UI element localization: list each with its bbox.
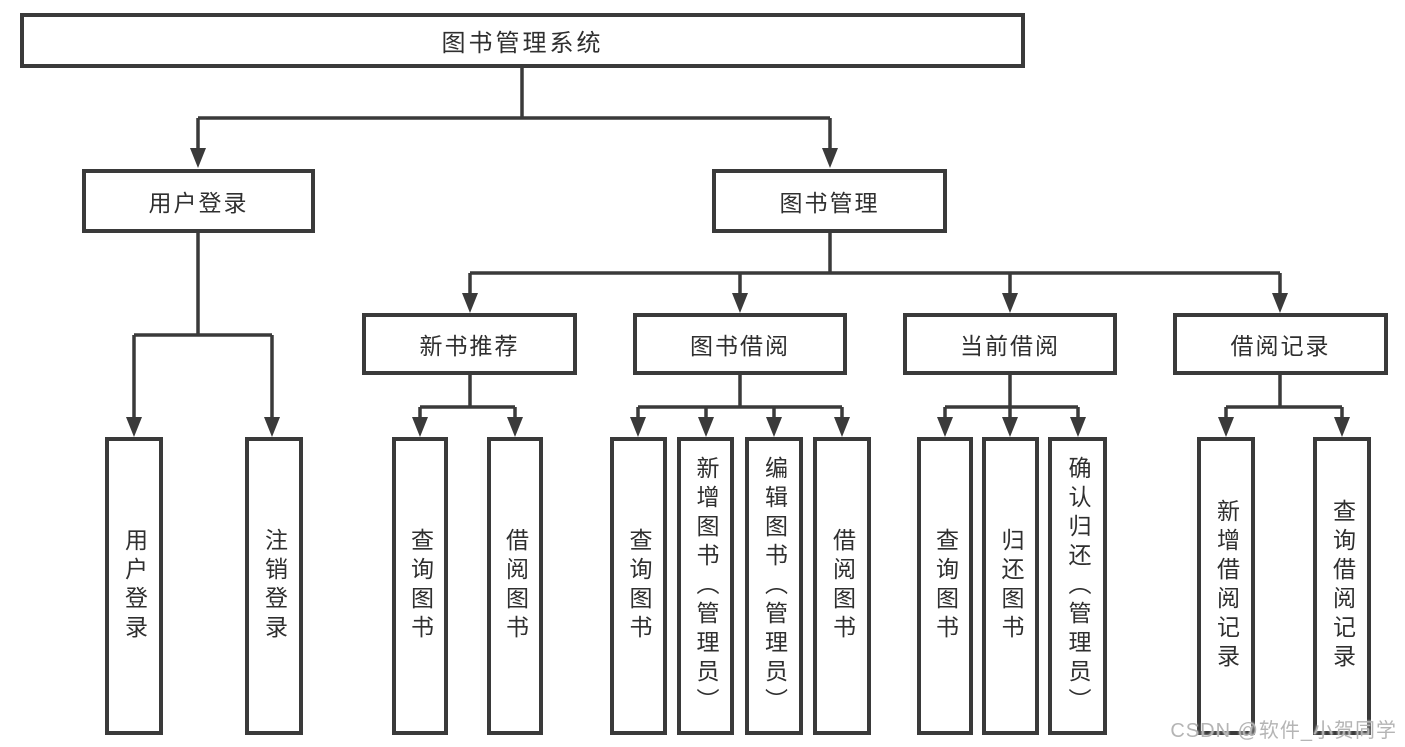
node-user-login-module: 用户登录 xyxy=(82,169,315,233)
node-current-borrowing: 当前借阅 xyxy=(903,313,1117,375)
node-label: 图书管理系统 xyxy=(441,30,604,57)
leaf-logout: 注销登录 xyxy=(245,437,303,735)
node-label: 借阅图书 xyxy=(829,528,856,644)
leaf-query-books-current: 查询图书 xyxy=(917,437,973,735)
leaf-query-books-recommend: 查询图书 xyxy=(392,437,448,735)
node-label: 查询图书 xyxy=(932,528,959,644)
node-label: 当前借阅 xyxy=(960,333,1060,359)
leaf-add-borrow-record: 新增借阅记录 xyxy=(1197,437,1255,735)
node-label: 查询图书 xyxy=(407,528,434,644)
node-label: 新增图书（管理员） xyxy=(693,455,719,717)
leaf-add-books-admin: 新增图书（管理员） xyxy=(677,437,734,735)
leaf-query-borrow-record: 查询借阅记录 xyxy=(1313,437,1371,735)
node-book-borrowing: 图书借阅 xyxy=(633,313,847,375)
node-label: 新书推荐 xyxy=(419,333,520,359)
leaf-edit-books-admin: 编辑图书（管理员） xyxy=(745,437,803,735)
node-label: 用户登录 xyxy=(148,190,249,216)
node-label: 借阅记录 xyxy=(1230,333,1331,359)
node-label: 查询图书 xyxy=(626,528,652,644)
node-label: 查询借阅记录 xyxy=(1329,499,1356,673)
node-label: 图书管理 xyxy=(779,190,880,216)
leaf-query-books-borrowing: 查询图书 xyxy=(610,437,667,735)
leaf-borrow-books-borrowing: 借阅图书 xyxy=(813,437,871,735)
node-label: 图书借阅 xyxy=(690,333,790,359)
csdn-watermark: CSDN @软件_小贺同学 xyxy=(1170,720,1397,742)
node-label: 编辑图书（管理员） xyxy=(761,455,788,717)
node-label: 确认归还（管理员） xyxy=(1065,455,1091,717)
node-label: 新增借阅记录 xyxy=(1213,499,1240,673)
node-book-management-module: 图书管理 xyxy=(712,169,947,233)
node-label: 用户登录 xyxy=(121,528,148,644)
leaf-borrow-books-recommend: 借阅图书 xyxy=(487,437,543,735)
node-borrowing-records: 借阅记录 xyxy=(1173,313,1388,375)
node-label: 注销登录 xyxy=(261,528,288,644)
leaf-return-books: 归还图书 xyxy=(982,437,1039,735)
arrowheads xyxy=(126,148,1350,437)
node-label: 归还图书 xyxy=(998,528,1024,644)
node-label: 借阅图书 xyxy=(502,528,529,644)
leaf-user-login: 用户登录 xyxy=(105,437,163,735)
node-library-management-system: 图书管理系统 xyxy=(20,13,1025,68)
node-new-book-recommendation: 新书推荐 xyxy=(362,313,577,375)
leaf-confirm-return-admin: 确认归还（管理员） xyxy=(1048,437,1107,735)
